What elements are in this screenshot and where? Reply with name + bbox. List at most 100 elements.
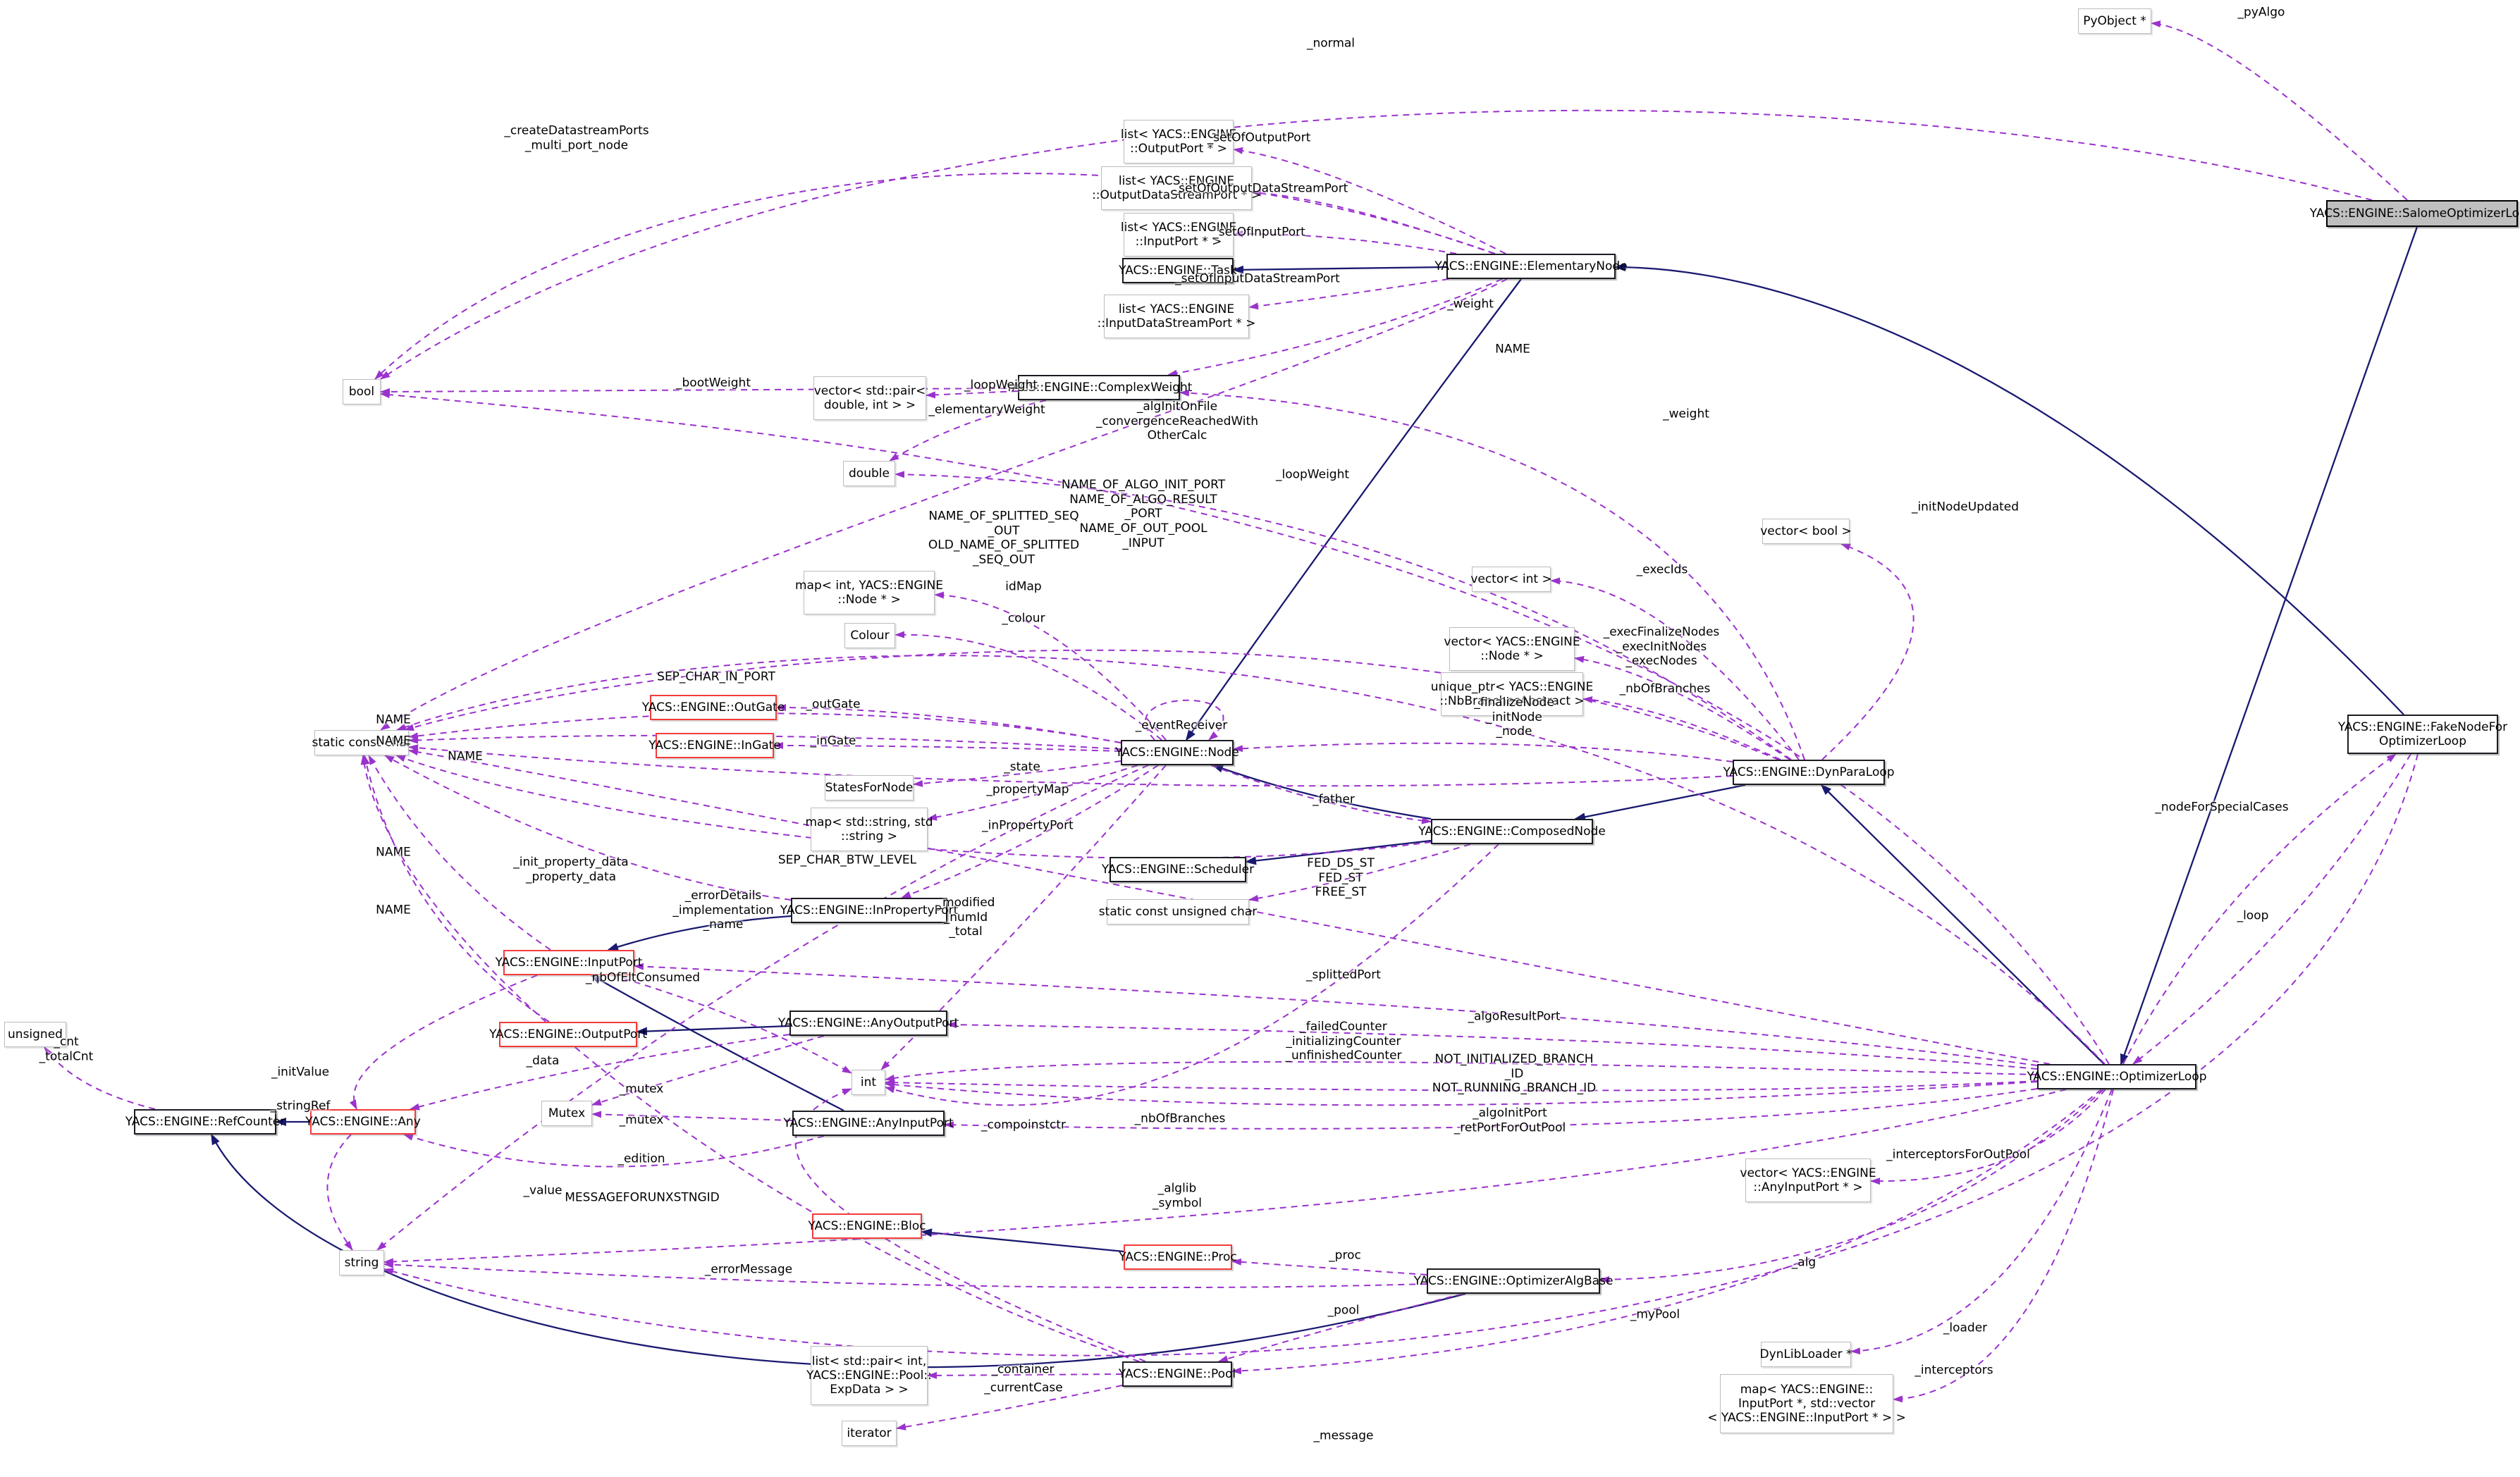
class-node-label: PyObject * <box>2083 13 2146 28</box>
class-node-vec_int[interactable]: vector< int > <box>1470 567 1552 592</box>
edge-dynparaloop-vec_node <box>1574 655 1790 760</box>
class-node-double[interactable]: double <box>843 461 895 486</box>
class-node-pyobject[interactable]: PyObject * <box>2078 8 2151 34</box>
class-node-label: vector< bool > <box>1760 524 1852 538</box>
edge-pool-list_pool_expdata <box>927 1371 1123 1379</box>
edge-optimizerloop-optimizeralgbase <box>1599 1089 2104 1283</box>
class-node-int[interactable]: int <box>852 1070 885 1095</box>
class-node-label: static const char <box>312 735 412 750</box>
class-node-optimizerloop[interactable]: YACS::ENGINE::OptimizerLoop <box>2027 1064 2207 1089</box>
class-node-label: YACS::ENGINE::FakeNodeFor OptimizerLoop <box>2337 719 2508 748</box>
edge-dynparaloop-uniq_nbbranches <box>1582 696 1781 760</box>
class-node-any[interactable]: YACS::ENGINE::Any <box>305 1109 421 1135</box>
class-node-vec_bool[interactable]: vector< bool > <box>1760 519 1852 544</box>
class-node-iterator[interactable]: iterator <box>842 1421 897 1446</box>
class-node-label: bool <box>348 384 375 399</box>
class-node-outputport[interactable]: YACS::ENGINE::OutputPort <box>489 1022 647 1047</box>
edge-dynparaloop-complexweight <box>1179 389 1805 760</box>
edge-inpropertyport-inputport <box>607 915 792 951</box>
class-node-scheduler[interactable]: YACS::ENGINE::Scheduler <box>1102 857 1254 882</box>
class-node-dynparaloop[interactable]: YACS::ENGINE::DynParaLoop <box>1723 760 1895 785</box>
class-node-label: static const unsigned char <box>1098 904 1258 919</box>
edge-optimizeralgbase-refcounter <box>210 1133 1466 1368</box>
class-node-string[interactable]: string <box>339 1250 384 1275</box>
edge-optimizerloop-int <box>885 1081 2038 1106</box>
edge-pool-iterator <box>896 1385 1123 1430</box>
class-node-label: unique_ptr< YACS::ENGINE ::NbBranchesAbs… <box>1430 679 1594 708</box>
edge-node-inpropertyport <box>901 765 1159 898</box>
class-node-label: vector< int > <box>1470 571 1552 586</box>
class-node-ingate[interactable]: YACS::ENGINE::InGate <box>649 733 781 758</box>
class-node-optimizeralgbase[interactable]: YACS::ENGINE::OptimizerAlgBase <box>1414 1268 1613 1294</box>
class-node-bool[interactable]: bool <box>343 379 381 404</box>
class-node-label: YACS::ENGINE::SalomeOptimizerLoop <box>2309 206 2520 221</box>
class-node-label: list< YACS::ENGINE ::InputDataStreamPort… <box>1097 302 1256 330</box>
class-node-list_pool_expdata[interactable]: list< std::pair< int, YACS::ENGINE::Pool… <box>806 1346 932 1405</box>
class-node-label: YACS::ENGINE::OutGate <box>641 700 785 715</box>
class-node-pool[interactable]: YACS::ENGINE::Pool <box>1119 1361 1236 1387</box>
class-node-inpropertyport[interactable]: YACS::ENGINE::InPropertyPort <box>780 898 958 923</box>
class-node-label: list< YACS::ENGINE ::OutputDataStreamPor… <box>1092 173 1261 202</box>
class-node-label: YACS::ENGINE::AnyOutputPort <box>777 1015 959 1030</box>
edge-inpropertyport-scc <box>384 755 792 901</box>
edge-fakenode-elementarynode <box>1614 263 2404 715</box>
edge-optimizerloop-fakenode <box>2122 753 2397 1065</box>
class-node-list_inputdsport[interactable]: list< YACS::ENGINE ::InputDataStreamPort… <box>1098 295 1255 338</box>
class-node-label: YACS::ENGINE::Task <box>1119 263 1237 278</box>
edge-elementarynode-list_outputdsport <box>1251 189 1495 254</box>
class-node-anyoutputport[interactable]: YACS::ENGINE::AnyOutputPort <box>778 1011 959 1036</box>
edge-complexweight-vec_pair_double_int <box>926 390 1019 399</box>
class-node-list_outputdsport[interactable]: list< YACS::ENGINE ::OutputDataStreamPor… <box>1092 166 1261 210</box>
class-node-label: Mutex <box>548 1106 586 1120</box>
class-node-complexweight[interactable]: YACS::ENGINE::ComplexWeight <box>1006 375 1192 400</box>
class-node-label: YACS::ENGINE::InGate <box>649 738 781 753</box>
class-node-unsigned[interactable]: unsigned <box>4 1022 66 1047</box>
class-node-fakenode[interactable]: YACS::ENGINE::FakeNodeFor OptimizerLoop <box>2338 715 2507 754</box>
class-node-uniq_nbbranches[interactable]: unique_ptr< YACS::ENGINE ::NbBranchesAbs… <box>1431 672 1593 716</box>
edge-dynparaloop-node <box>1233 742 1733 762</box>
class-node-label: YACS::ENGINE::Pool <box>1118 1366 1236 1381</box>
edge-inputport-scc <box>368 755 551 951</box>
class-node-map_string_string[interactable]: map< std::string, std ::string > <box>805 808 933 851</box>
edge-optimizerloop-scc <box>396 655 2106 1065</box>
class-node-vec_pair_double_int[interactable]: vector< std::pair< double, int > > <box>813 376 926 420</box>
edge-elementarynode-node <box>1185 278 1522 741</box>
class-node-label: YACS::ENGINE::ComposedNode <box>1418 824 1606 839</box>
class-node-bloc[interactable]: YACS::ENGINE::Bloc <box>808 1213 926 1239</box>
class-node-anyinputport[interactable]: YACS::ENGINE::AnyInputPort <box>783 1111 954 1136</box>
class-node-outgate[interactable]: YACS::ENGINE::OutGate <box>642 695 785 720</box>
class-node-composednode[interactable]: YACS::ENGINE::ComposedNode <box>1418 819 1606 844</box>
edge-anyoutputport-mutex <box>591 1035 825 1106</box>
class-node-elementarynode[interactable]: YACS::ENGINE::ElementaryNode <box>1434 254 1628 279</box>
class-node-salome[interactable]: YACS::ENGINE::SalomeOptimizerLoop <box>2310 200 2520 227</box>
class-node-label: string <box>344 1255 379 1270</box>
edge-dynparaloop-scc <box>408 744 1733 787</box>
edge-pool-scc <box>360 755 1140 1362</box>
class-node-mutex[interactable]: Mutex <box>541 1101 592 1126</box>
class-node-map_inputport_vec[interactable]: map< YACS::ENGINE:: InputPort *, std::ve… <box>1707 1374 1906 1433</box>
class-node-list_outputport[interactable]: list< YACS::ENGINE ::OutputPort * > <box>1121 120 1236 163</box>
edge-node-string <box>376 765 1149 1251</box>
class-node-label: YACS::ENGINE::Node <box>1115 745 1239 760</box>
class-node-statesfornode[interactable]: StatesForNode <box>825 775 914 801</box>
edge-node-map_int_node <box>934 591 1167 741</box>
class-node-scc[interactable]: static const char <box>312 730 412 755</box>
class-node-task[interactable]: YACS::ENGINE::Task <box>1119 258 1237 283</box>
edge-optimizerloop-dynparaloop <box>1820 784 2105 1065</box>
class-node-label: vector< std::pair< double, int > > <box>813 383 926 412</box>
class-node-dynlibloader[interactable]: DynLibLoader * <box>1759 1342 1852 1367</box>
class-node-colour[interactable]: Colour <box>844 623 895 648</box>
class-node-label: YACS::ENGINE::Bloc <box>808 1218 926 1233</box>
class-node-vec_anyinputport[interactable]: vector< YACS::ENGINE ::AnyInputPort * > <box>1740 1158 1876 1202</box>
class-node-map_int_node[interactable]: map< int, YACS::ENGINE ::Node * > <box>795 571 943 614</box>
class-node-node[interactable]: YACS::ENGINE::Node <box>1115 740 1239 765</box>
class-node-refcounter[interactable]: YACS::ENGINE::RefCounter <box>125 1109 285 1135</box>
edge-node-node <box>1144 699 1224 741</box>
class-node-scuc[interactable]: static const unsigned char <box>1099 899 1257 925</box>
edge-optimizeralgbase-pool <box>1218 1293 1463 1363</box>
class-node-inputport[interactable]: YACS::ENGINE::InputPort <box>496 950 642 975</box>
class-node-vec_node[interactable]: vector< YACS::ENGINE ::Node * > <box>1444 627 1580 671</box>
class-node-list_inputport[interactable]: list< YACS::ENGINE ::InputPort * > <box>1121 213 1236 257</box>
class-node-proc[interactable]: YACS::ENGINE::Proc <box>1119 1244 1237 1270</box>
class-node-label: Colour <box>850 628 890 643</box>
